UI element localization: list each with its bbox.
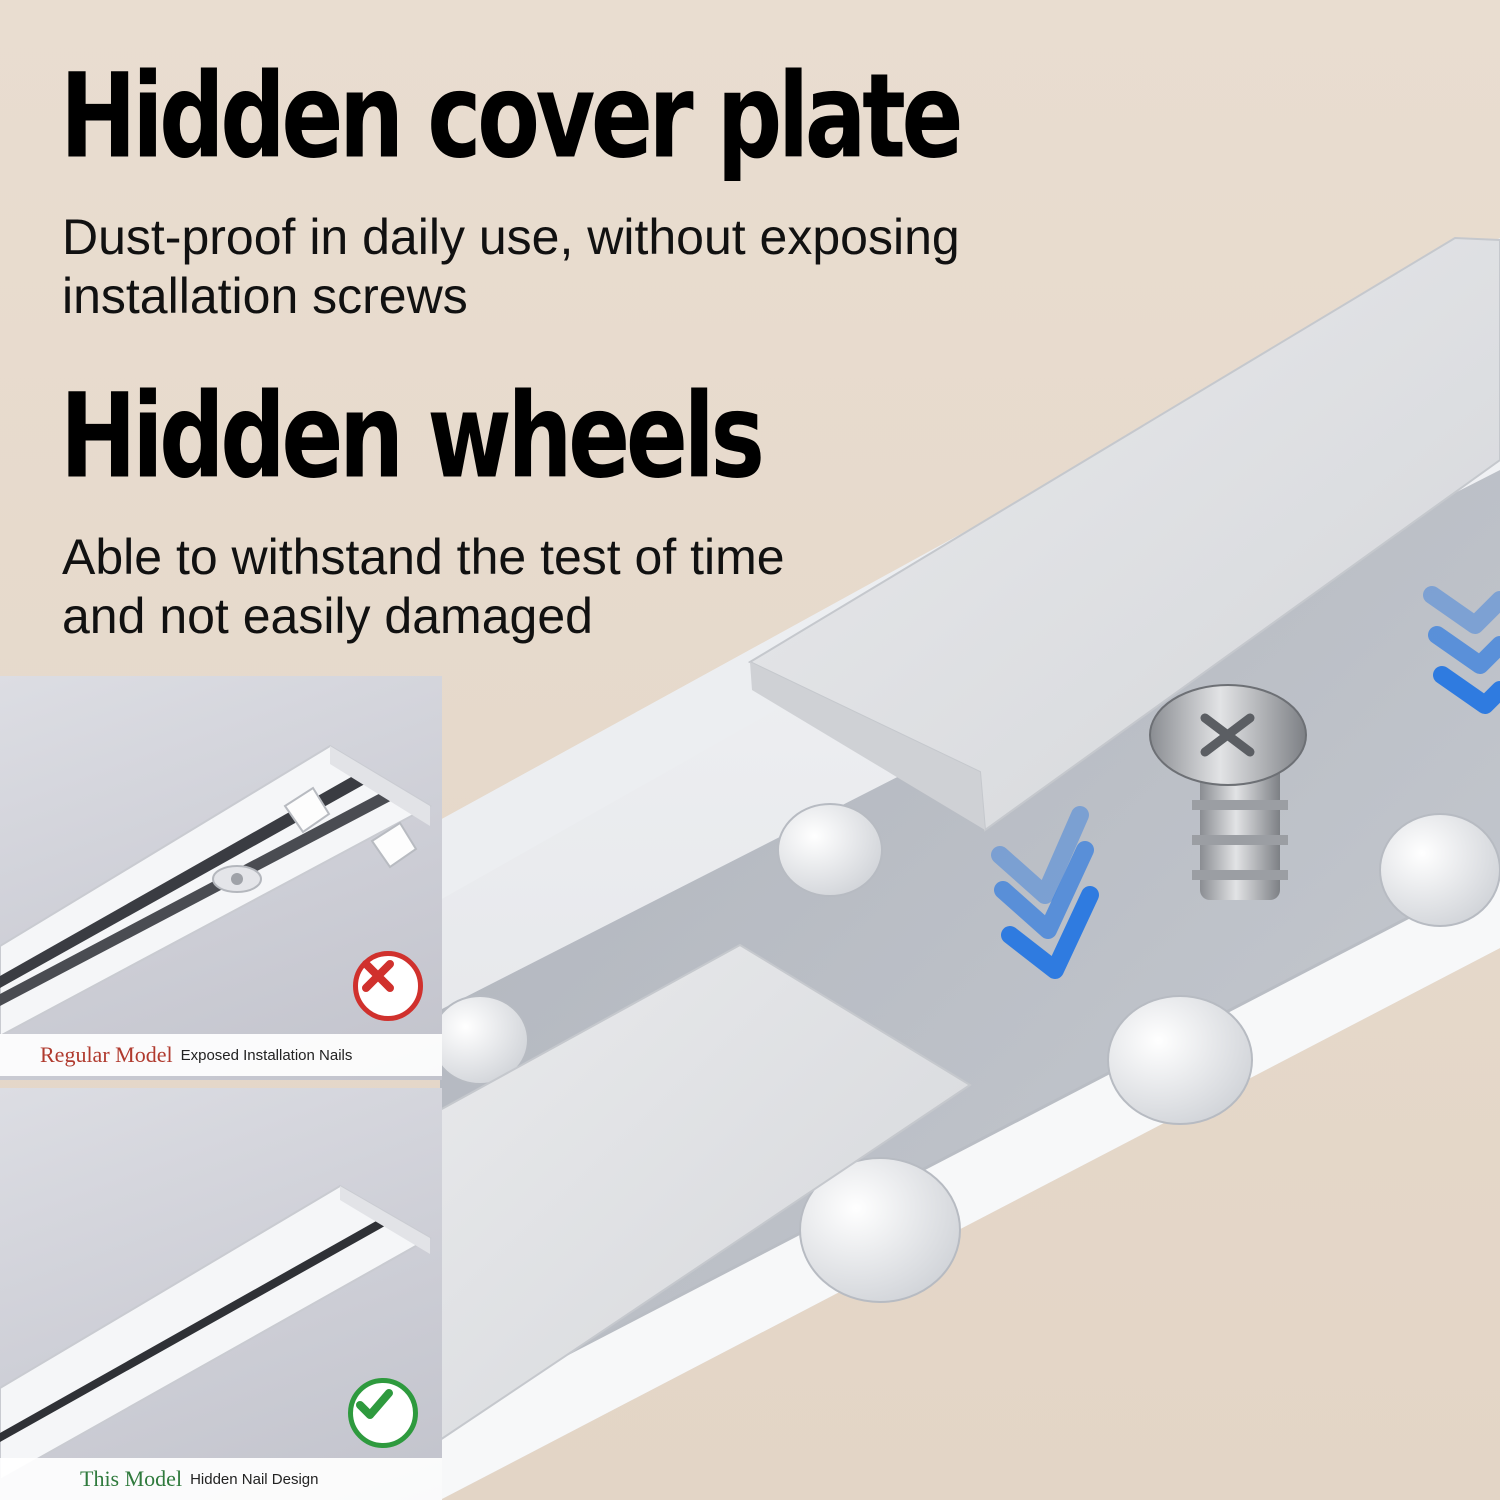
this-track-illustration [0,1184,433,1482]
cross-icon [353,951,423,1021]
heading-hidden-wheels: Hidden wheels [60,367,765,505]
subtext-cover-plate-line-1: Dust-proof in daily use, without exposin… [62,209,960,265]
this-model-description: Hidden Nail Design [190,1470,319,1488]
this-model-label: This Model [80,1466,183,1491]
regular-model-label: Regular Model [40,1042,173,1067]
regular-model-description: Exposed Installation Nails [180,1046,353,1064]
subtext-cover-plate-line-2: installation screws [62,268,468,324]
regular-model-caption: Regular Model Exposed Installation Nails [0,1034,442,1076]
screw [1149,684,1307,900]
subtext-wheels-line-1: Able to withstand the test of time [62,529,785,585]
down-arrows-icon [991,586,1500,979]
regular-model-panel: Regular Model Exposed Installation Nails [0,676,442,1080]
heading-hidden-cover-plate: Hidden cover plate [60,47,964,185]
subtext-wheels-line-2: and not easily damaged [62,588,593,644]
regular-track-illustration [0,744,433,1038]
this-model-panel: This Model Hidden Nail Design [0,1088,442,1500]
subtext-cover-plate: Dust-proof in daily use, without exposin… [62,208,960,326]
check-icon [348,1378,418,1448]
this-model-caption: This Model Hidden Nail Design [0,1458,442,1500]
track-wheels [431,803,1500,1303]
